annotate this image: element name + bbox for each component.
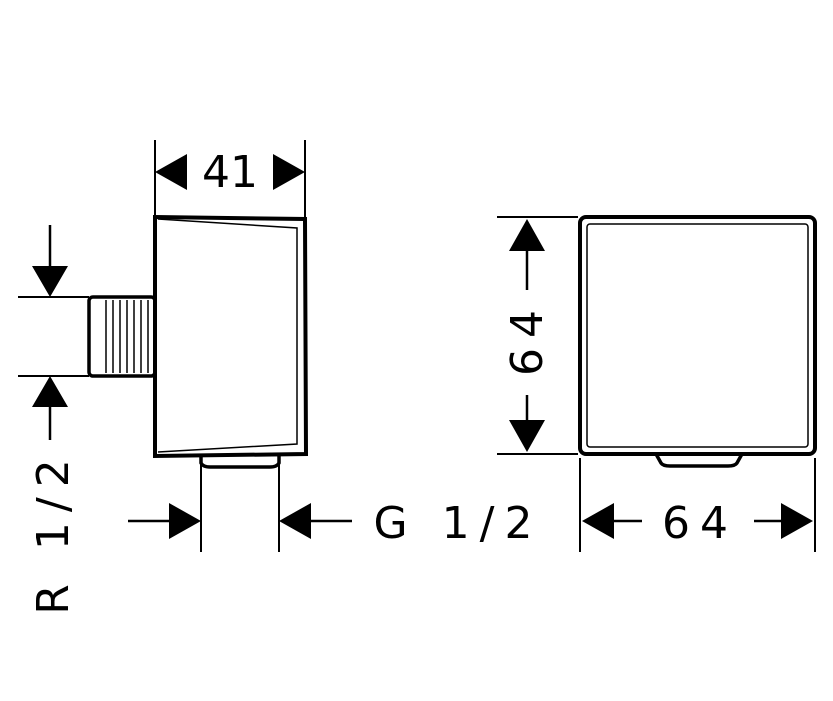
arrowhead-right bbox=[273, 154, 305, 190]
inlet-thread-lines bbox=[105, 300, 149, 373]
arrowhead-right bbox=[169, 503, 201, 539]
arrowhead-right bbox=[781, 503, 813, 539]
dimension-41-label: 41 bbox=[202, 147, 258, 198]
side-view-outlet bbox=[199, 456, 281, 469]
dimension-64-horizontal-label: 64 bbox=[662, 498, 738, 549]
arrowhead-down bbox=[509, 420, 545, 452]
arrowhead-left bbox=[279, 503, 311, 539]
dimension-outlet-label: G 1/2 bbox=[374, 498, 543, 549]
dimension-inlet-label: R 1/2 bbox=[28, 449, 79, 614]
dimension-64-horizontal bbox=[579, 458, 816, 552]
side-view bbox=[87, 214, 309, 469]
dimension-64-vertical bbox=[497, 216, 578, 455]
arrowhead-up bbox=[509, 219, 545, 251]
dimension-41 bbox=[154, 140, 306, 217]
dimension-64-vertical-label: 64 bbox=[502, 300, 553, 376]
arrowhead-left bbox=[582, 503, 614, 539]
arrowhead-down bbox=[32, 266, 68, 297]
front-view-body bbox=[578, 215, 817, 456]
front-view-inner-edge bbox=[586, 223, 809, 448]
arrowhead-up bbox=[32, 376, 68, 407]
front-view bbox=[578, 215, 817, 468]
side-view-inner-edge bbox=[157, 218, 298, 453]
side-view-inlet-thread bbox=[87, 295, 157, 378]
front-view-outlet bbox=[654, 453, 744, 468]
dimension-outlet bbox=[128, 456, 352, 552]
dimension-inlet bbox=[18, 225, 89, 440]
arrowhead-left bbox=[155, 154, 187, 190]
side-view-body bbox=[153, 214, 309, 459]
